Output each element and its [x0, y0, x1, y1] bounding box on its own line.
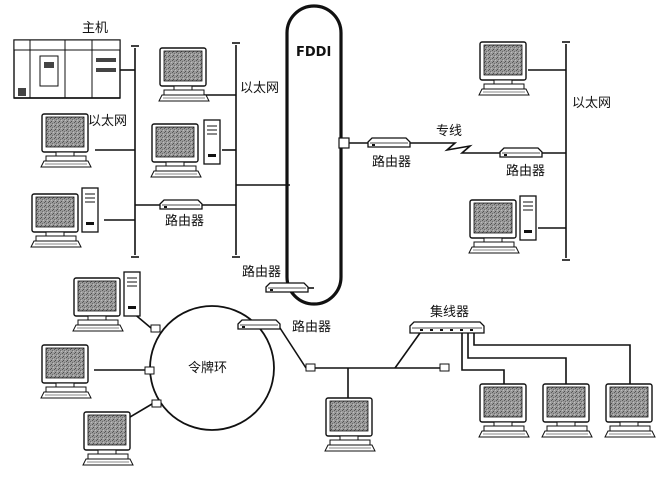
host-label: 主机	[82, 21, 108, 36]
workstation-13	[324, 397, 376, 452]
bus-terminator	[305, 363, 316, 372]
workstation-3	[158, 47, 210, 102]
workstation-1	[40, 113, 92, 168]
router-label-remote: 路由器	[506, 163, 545, 179]
router-label-fddi-right: 路由器	[372, 154, 411, 170]
ethernet-label-left-1: 以太网	[88, 114, 127, 129]
fddi-label: FDDI	[296, 45, 331, 60]
fddi-port	[338, 137, 350, 149]
workstation-4	[150, 123, 202, 178]
leased-line-label: 专线	[436, 124, 462, 139]
router-icon	[159, 199, 203, 210]
token-ring-label: 令牌环	[188, 360, 227, 376]
router-icon	[237, 319, 281, 330]
bus-terminator	[439, 363, 450, 372]
workstation-5	[478, 41, 530, 96]
workstation-9	[82, 411, 134, 466]
workstation-6	[468, 199, 520, 254]
router-label-fddi-bottom: 路由器	[242, 264, 281, 280]
router-icon	[499, 147, 543, 158]
hub-icon	[409, 321, 485, 334]
router-icon	[265, 282, 309, 293]
hub-label: 集线器	[430, 304, 469, 320]
tower-icon	[203, 119, 221, 165]
tower-icon	[519, 195, 537, 241]
router-icon	[367, 137, 411, 148]
workstation-11	[541, 383, 593, 438]
fddi-ring	[285, 4, 343, 306]
leased-line	[410, 142, 500, 154]
tower-icon	[123, 271, 141, 317]
ethernet-label-right: 以太网	[572, 96, 611, 111]
tower-icon	[81, 187, 99, 233]
ethernet-label-left-2: 以太网	[240, 81, 279, 96]
workstation-2	[30, 193, 82, 248]
router-label-left: 路由器	[165, 213, 204, 229]
workstation-10	[478, 383, 530, 438]
workstation-8	[40, 344, 92, 399]
workstation-12	[604, 383, 656, 438]
mainframe-icon	[13, 39, 121, 99]
router-label-token-ring: 路由器	[292, 319, 331, 335]
workstation-7	[72, 277, 124, 332]
